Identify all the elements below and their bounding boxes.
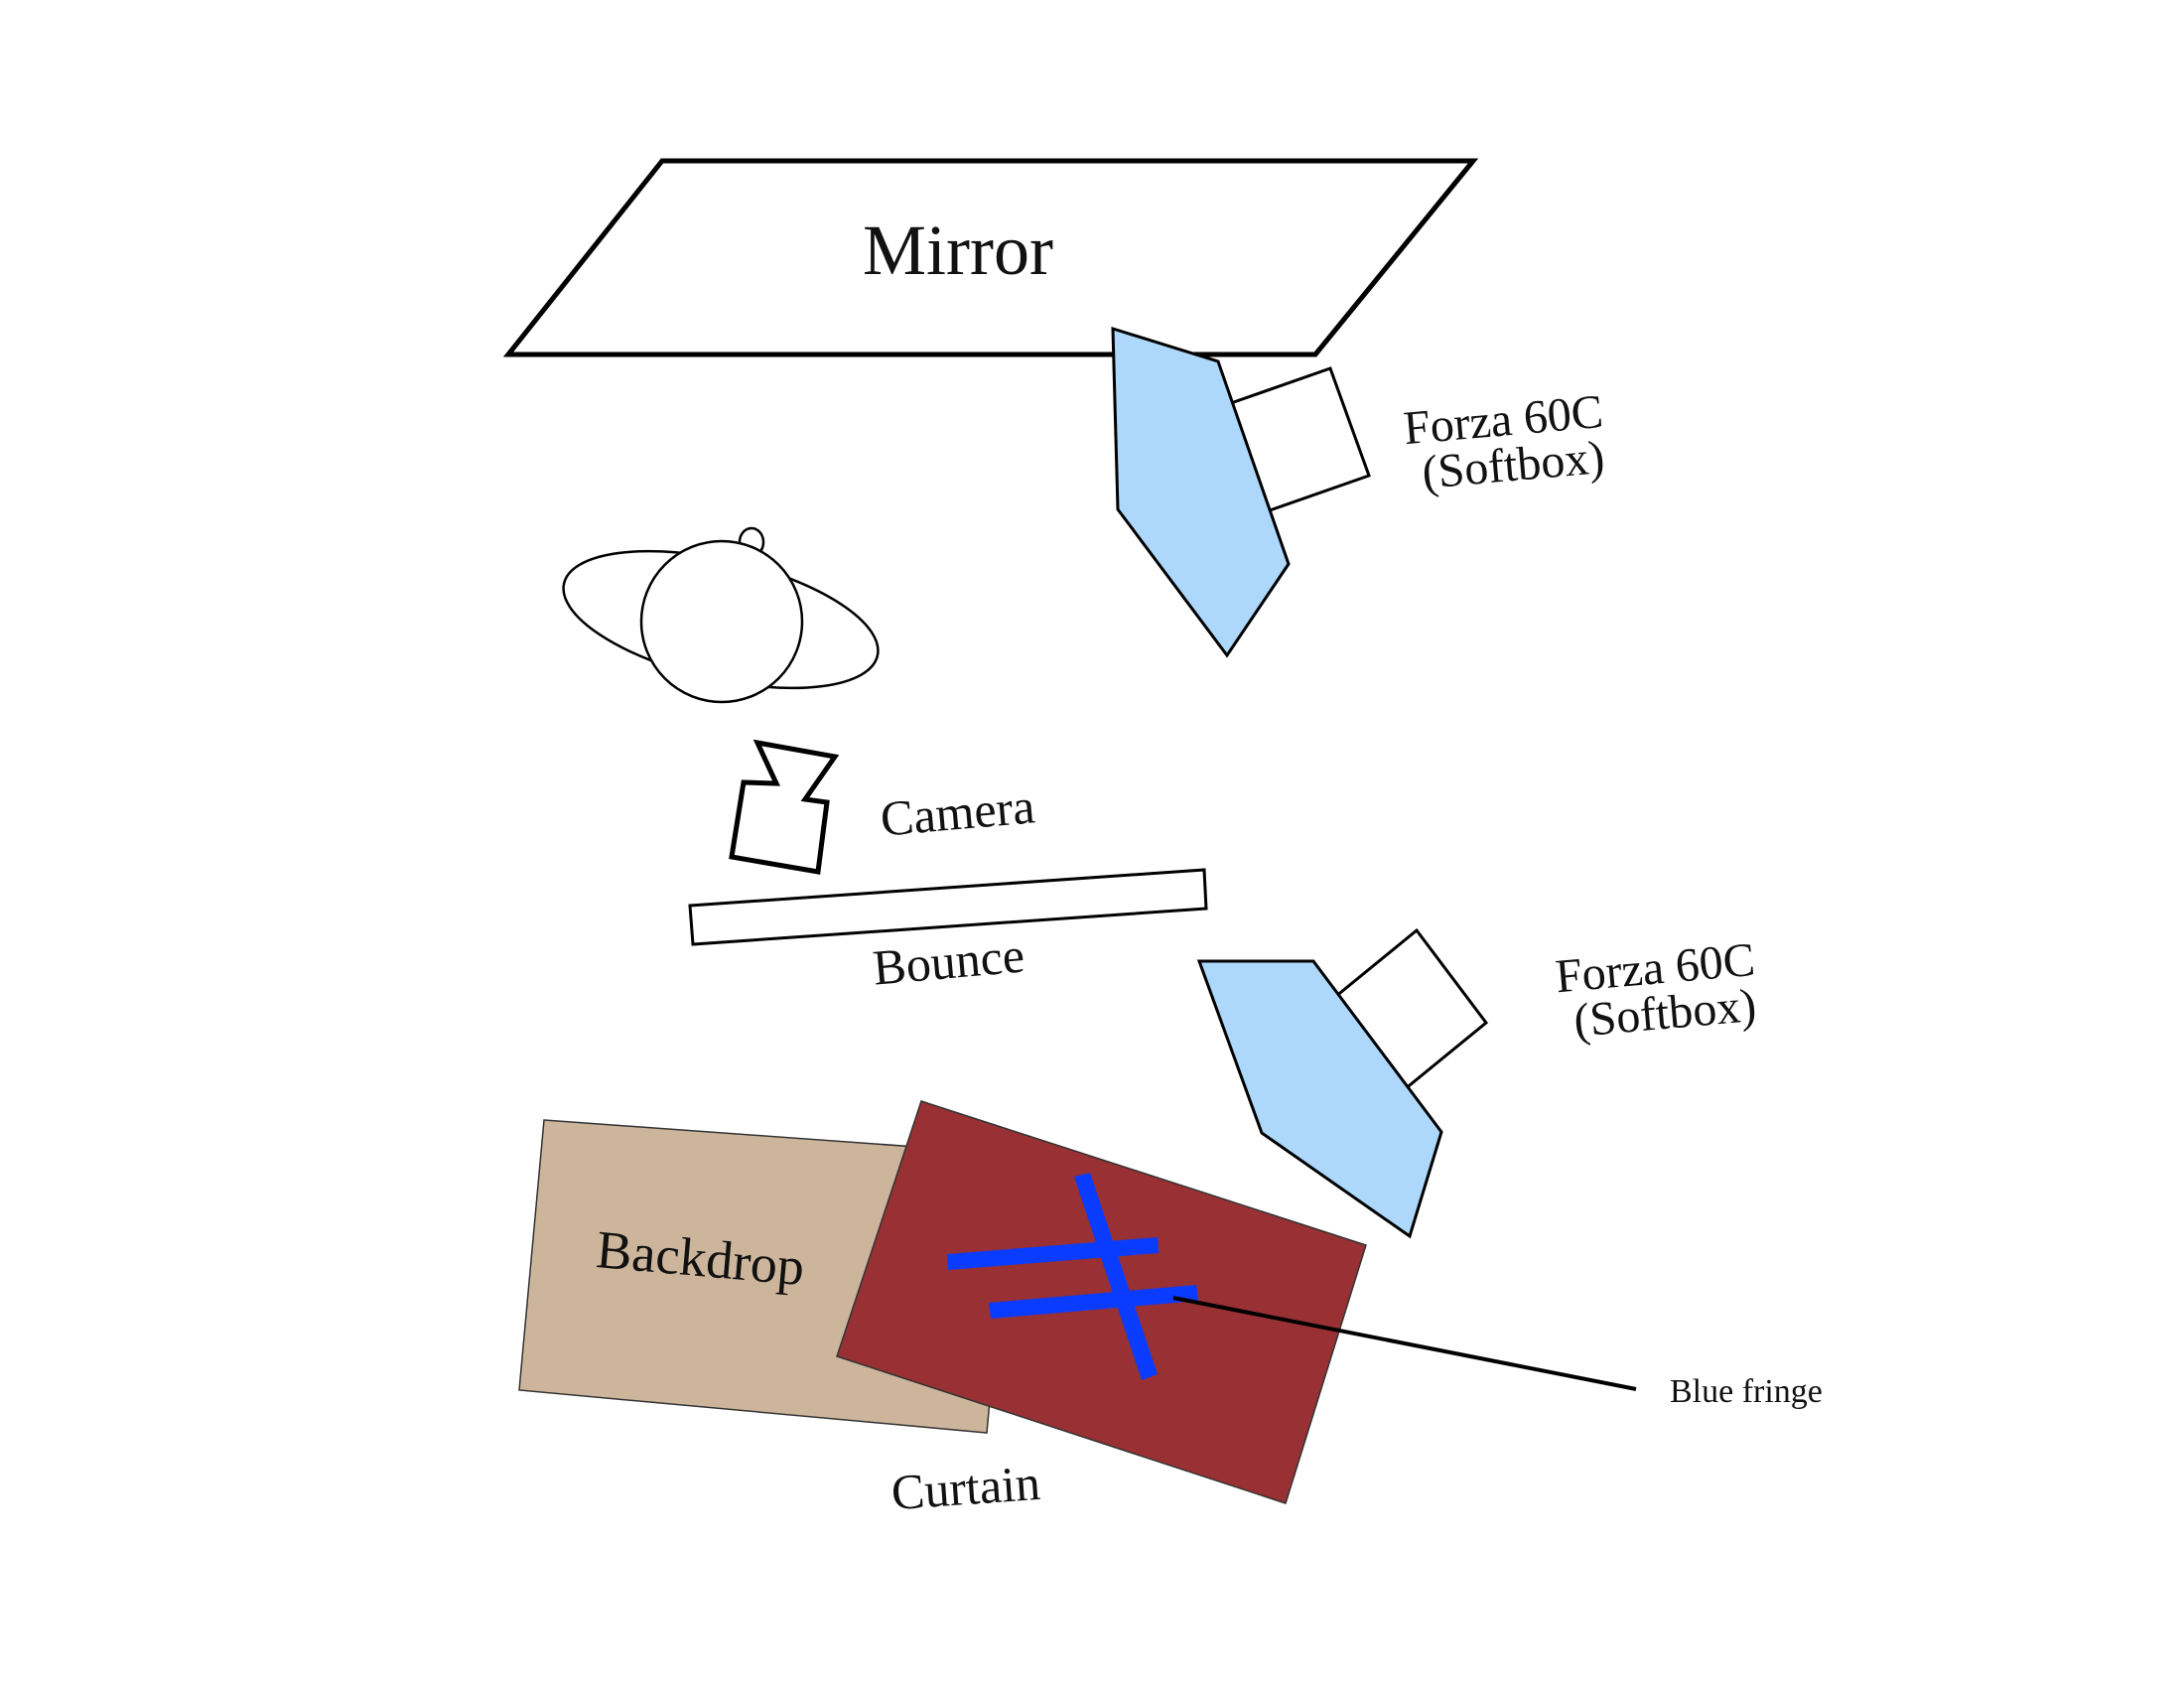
camera-icon bbox=[729, 739, 840, 875]
blue-fringe-label: Blue fringe bbox=[1670, 1373, 1823, 1410]
mirror-label: Mirror bbox=[863, 211, 1053, 290]
blue-fringe-callout: Blue fringe bbox=[1172, 1296, 1823, 1410]
bounce-label: Bounce bbox=[871, 927, 1026, 996]
top-light: Forza 60C (Softbox) bbox=[1111, 326, 1621, 658]
camera: Camera bbox=[729, 739, 1037, 875]
bottom-light-label: Forza 60C (Softbox) bbox=[1554, 932, 1773, 1049]
curtain: Curtain bbox=[836, 1100, 1367, 1520]
blue-fringe-top bbox=[947, 1237, 1159, 1270]
bottom-light: Forza 60C (Softbox) bbox=[1196, 927, 1773, 1239]
subject-person-top-view-icon bbox=[562, 526, 880, 704]
bottom-softbox bbox=[1196, 959, 1443, 1239]
top-light-label: Forza 60C (Softbox) bbox=[1402, 384, 1621, 500]
subject-head bbox=[639, 539, 804, 704]
top-softbox bbox=[1111, 326, 1291, 658]
blue-fringe-vertical bbox=[1074, 1173, 1158, 1380]
blue-fringe bbox=[947, 1173, 1198, 1380]
bounce: Bounce bbox=[688, 868, 1208, 996]
blue-fringe-bottom bbox=[989, 1285, 1198, 1319]
blue-fringe-leader-line bbox=[1172, 1296, 1637, 1391]
camera-label: Camera bbox=[879, 777, 1037, 846]
mirror-shape bbox=[502, 158, 1479, 357]
bounce-board bbox=[688, 868, 1208, 946]
mirror: Mirror bbox=[502, 158, 1479, 357]
curtain-label: Curtain bbox=[889, 1455, 1042, 1520]
